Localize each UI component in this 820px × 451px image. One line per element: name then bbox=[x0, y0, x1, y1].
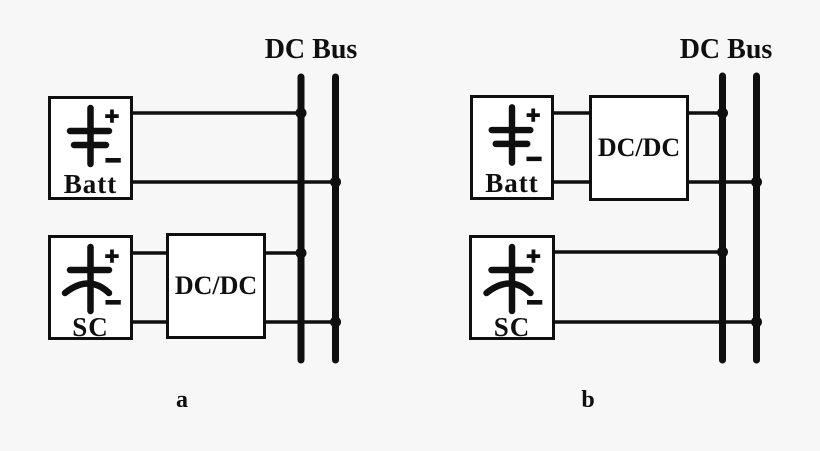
dcdc-converter-box: DC/DC bbox=[589, 95, 689, 201]
supercap-label: SC bbox=[72, 312, 109, 342]
dcdc-converter-label: DC/DC bbox=[597, 133, 681, 162]
supercap-box: + − SC bbox=[48, 235, 133, 341]
junction-dot bbox=[751, 316, 762, 328]
junction-dot bbox=[717, 246, 728, 258]
minus-icon: − bbox=[104, 148, 122, 172]
supercap-symbol-icon: + − bbox=[61, 243, 123, 315]
minus-icon: − bbox=[526, 290, 544, 314]
plus-icon: + bbox=[104, 105, 120, 127]
junction-dot bbox=[330, 176, 341, 188]
dcdc-converter-label: DC/DC bbox=[174, 271, 258, 300]
dc-bus-label: DC Bus bbox=[679, 34, 773, 65]
plus-icon: + bbox=[104, 245, 120, 267]
junction-dot bbox=[717, 107, 728, 119]
battery-symbol-icon: + − bbox=[66, 104, 123, 173]
diagram-caption-a: a bbox=[176, 387, 188, 413]
dcdc-converter-box: DC/DC bbox=[166, 233, 266, 339]
battery-label: Batt bbox=[63, 169, 118, 199]
supercap-symbol-icon: + − bbox=[483, 243, 544, 315]
battery-symbol-icon: + − bbox=[488, 104, 544, 172]
junction-dot bbox=[330, 316, 341, 328]
junction-dot bbox=[751, 176, 762, 188]
minus-icon: − bbox=[104, 290, 122, 314]
dc-bus-label: DC Bus bbox=[264, 34, 358, 65]
diagram-caption-b: b bbox=[581, 387, 595, 413]
supercap-label: SC bbox=[493, 312, 531, 342]
plus-icon: + bbox=[526, 245, 542, 267]
battery-box: + − Batt bbox=[48, 96, 133, 200]
minus-icon: − bbox=[526, 147, 543, 171]
junction-dot bbox=[295, 247, 307, 259]
supercap-box: + − SC bbox=[469, 235, 555, 341]
plus-icon: + bbox=[525, 105, 541, 126]
battery-box: + − Batt bbox=[470, 95, 554, 200]
battery-label: Batt bbox=[485, 168, 539, 198]
junction-dot bbox=[295, 107, 307, 119]
